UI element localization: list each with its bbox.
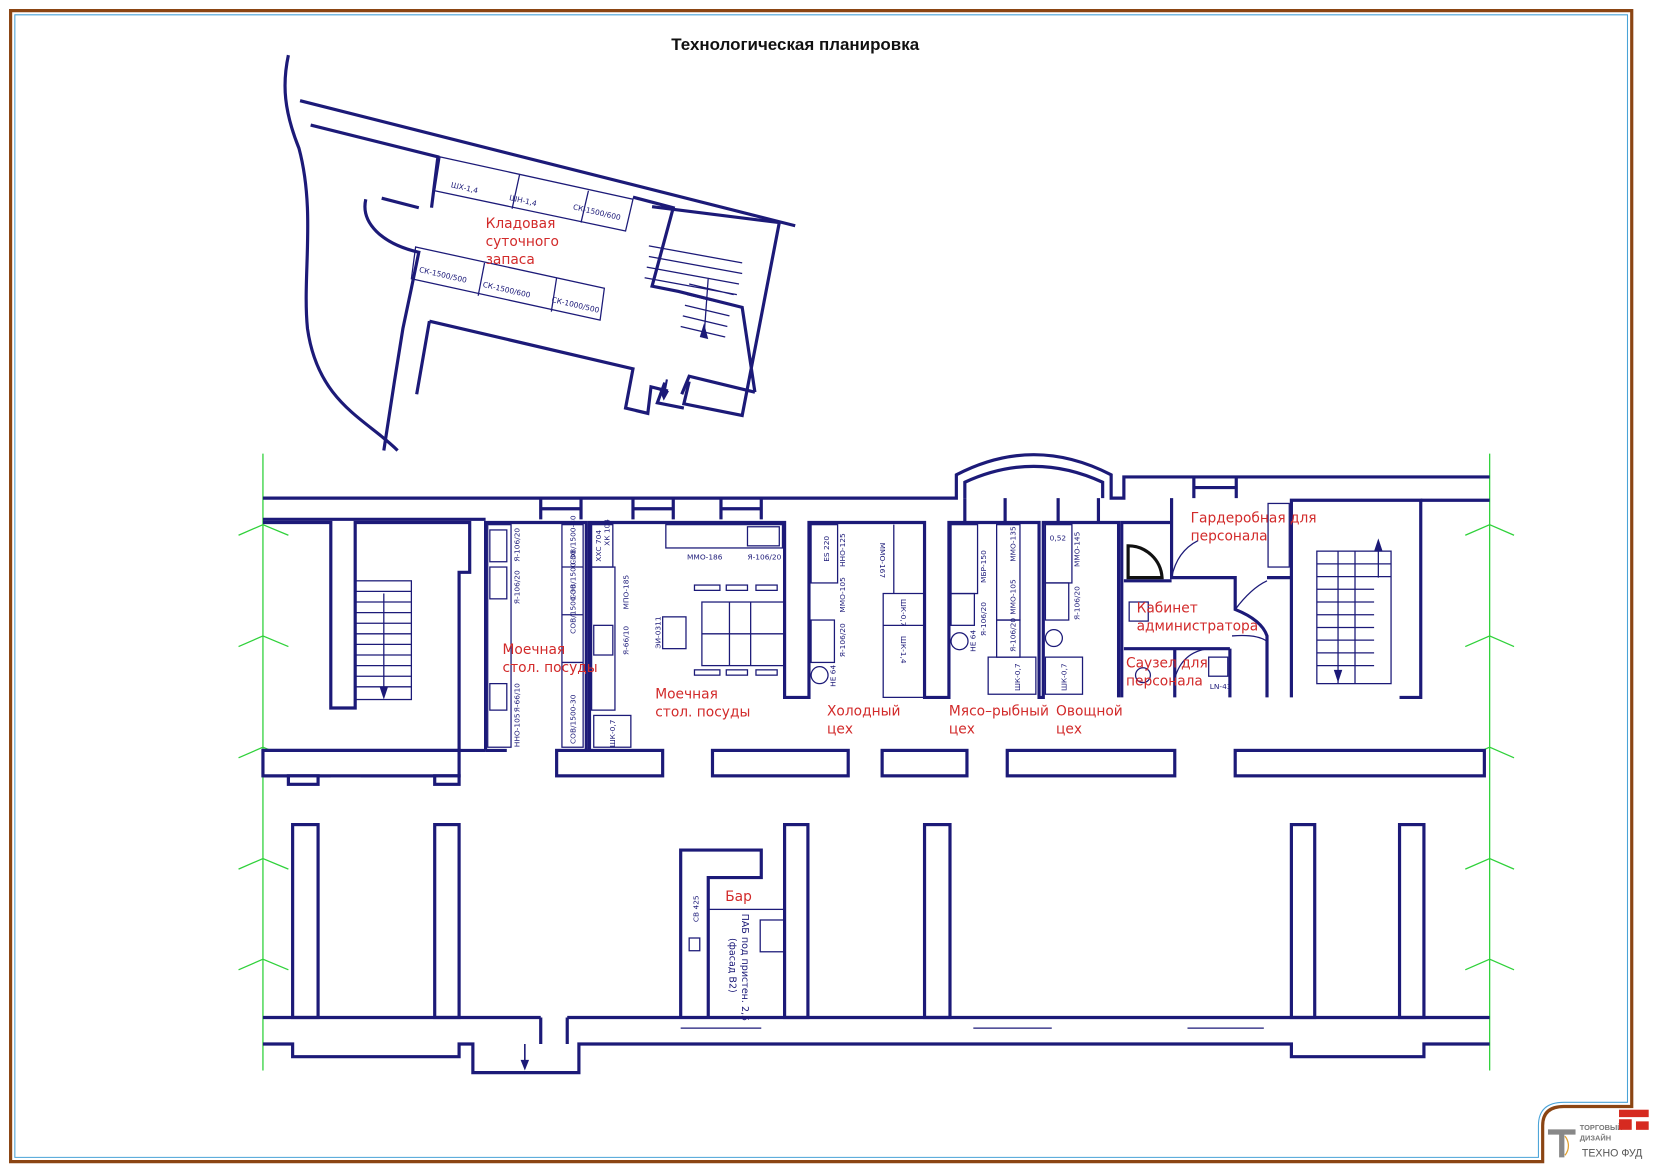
equipment-label: ШХ-1,4	[450, 180, 479, 195]
room-label-dishwash: Моечная	[655, 686, 718, 702]
room-label-cold-shop: цех	[827, 721, 853, 737]
room-label-cold-shop: Холодный	[827, 703, 900, 719]
equipment-label: МБР-150	[979, 550, 988, 583]
equipment-label: LN-43	[1210, 682, 1232, 691]
storage-block: ШХ-1,4 ШН-1,4 СК-1500/600 СК-1500/500 СК…	[283, 54, 796, 452]
equipment-label: ММО-135	[1009, 526, 1018, 562]
exit-arrow-icon	[520, 1059, 530, 1071]
equipment-label: ШК-0,7	[608, 719, 617, 747]
room-label-dishwash: Моечная	[503, 642, 566, 658]
equipment-label: ПАБ под пристен. 2,5	[739, 914, 750, 1022]
equipment-label: ММО-105	[1009, 579, 1018, 615]
room-label-admin-office: Кабинет	[1137, 601, 1198, 617]
main-floor-walls	[238, 453, 1515, 1075]
room-label-dishwash: стол. посуды	[503, 660, 598, 676]
equipment-label: Я-106/20	[513, 570, 522, 604]
equipment-label: Я-106/20	[979, 602, 988, 636]
equipment-label: СОВ/1500-30	[569, 550, 578, 600]
equipment-label: СК-1500/600	[572, 202, 622, 222]
room-label-bar: Бар	[725, 889, 752, 905]
equipment-label: СК-1500/600	[482, 280, 532, 300]
equipment-label: ШК-0,7	[1013, 663, 1022, 691]
equipment-label: ННО-105	[513, 713, 522, 747]
equipment-label: НЕ 64	[828, 664, 837, 686]
stair-arrow-icon	[379, 686, 389, 700]
room-label-storage: Кладовая	[486, 216, 556, 232]
equipment-label: СК-1000/500	[551, 295, 601, 315]
logo-text: ТЕХНО ФУД	[1582, 1147, 1642, 1159]
exit-arrow-icon	[659, 390, 670, 401]
equipment-label: Я-106/20	[513, 528, 522, 562]
equipment-label: ЭИ-0311	[654, 616, 663, 649]
equipment-label: (фасад В2)	[726, 938, 737, 993]
equipment-label: НЕ 64	[968, 630, 977, 652]
equipment-label: Я-106/20	[1072, 586, 1081, 620]
shower-corner-icon	[1126, 544, 1164, 580]
equipment-label: 0,52	[1050, 534, 1067, 543]
logo-text: ТОРГОВЫЙ	[1580, 1123, 1623, 1132]
stair-arrow-icon	[699, 323, 709, 340]
equipment-label: ШК-0,7	[899, 599, 908, 627]
room-label-meat-fish-shop: Мясо–рыбный	[949, 703, 1049, 719]
equipment-label: Я-66/10	[622, 626, 631, 655]
drawing-frame	[9, 9, 1634, 1164]
equipment-label: СОВ/1500-30	[569, 694, 578, 744]
room-labels: Моечная стол. посуды Моечная стол. посуд…	[503, 511, 1317, 905]
room-label-wardrobe: Гардеробная для	[1191, 511, 1317, 527]
equipment-label: ХК 104	[603, 519, 612, 546]
equipment-label: МПО-185	[622, 575, 631, 610]
equipment-label: СОВ/1500-30	[569, 515, 578, 565]
equipment-label: Я-66/10	[513, 683, 522, 712]
equipment-label: ММО-167	[878, 543, 887, 579]
equipment-label: ММО-145	[1072, 531, 1081, 567]
equipment-labels: Я-106/20 Я-106/20 Я-66/10 ННО-105 СОВ/15…	[513, 515, 1232, 1021]
equipment-label: Я-106/20	[1009, 618, 1018, 652]
plan-title: Технологическая планировка	[671, 35, 919, 54]
equipment-label: ММО-186	[687, 553, 723, 562]
equipment-label: ХХС 704	[594, 530, 603, 562]
equipment-label: ES 220	[822, 536, 831, 562]
equipment-label: СОВ/1500-30	[569, 584, 578, 634]
equipment-label: ШК-1,4	[899, 636, 908, 664]
equipment-label: ШК-0,7	[1060, 663, 1069, 691]
equipment	[487, 502, 1290, 1019]
equipment-label: ММО-105	[838, 577, 847, 613]
stair-arrow-icon	[1374, 538, 1383, 552]
room-label-wardrobe: персонала	[1191, 529, 1268, 545]
stair-arrow-icon	[1333, 669, 1343, 683]
room-label-storage: запаса	[486, 252, 535, 268]
room-label-vegetable-shop: цех	[1056, 721, 1082, 737]
company-logo: ТОРГОВЫЙ ДИЗАЙН ТЕХНО ФУД	[1547, 1109, 1649, 1159]
equipment-label: Я-106/20	[838, 623, 847, 657]
room-label-staff-wc: персонала	[1126, 674, 1203, 690]
logo-text: ДИЗАЙН	[1580, 1133, 1611, 1142]
room-label-staff-wc: Саузел для	[1126, 656, 1208, 672]
room-label-admin-office: администратора	[1137, 619, 1259, 635]
room-label-dishwash: стол. посуды	[655, 704, 750, 720]
equipment-label: ННО-125	[838, 533, 847, 567]
room-label-meat-fish-shop: цех	[949, 721, 975, 737]
equipment-label: Я-106/20	[747, 553, 781, 562]
room-label-vegetable-shop: Овощной	[1056, 703, 1123, 719]
room-label-storage: суточного	[486, 234, 559, 250]
equipment-label: СВ 425	[692, 895, 701, 922]
